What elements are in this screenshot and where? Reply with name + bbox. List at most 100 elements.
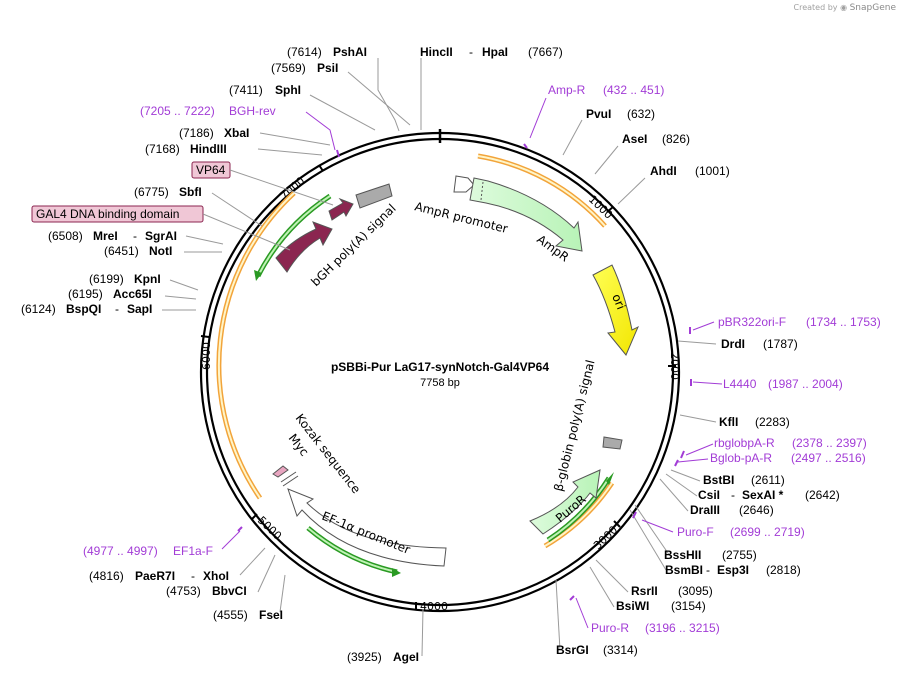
tick-label: 6000 — [200, 342, 213, 370]
primer-range: (7205 .. 7222) — [140, 104, 215, 118]
backbone — [199, 129, 681, 613]
site-position: (3154) — [671, 599, 706, 613]
site-name: Acc65I — [113, 287, 152, 301]
site-paer7i-xhoi[interactable]: (4816) PaeR7I - XhoI — [89, 569, 229, 583]
site-position: (6508) — [48, 229, 83, 243]
site-bsiwi[interactable]: BsiWI (3154) — [616, 599, 706, 613]
boxed-label-vp64[interactable]: VP64 — [191, 161, 334, 206]
site-draiii[interactable]: DraIII (2646) — [690, 503, 774, 517]
site-bspqi-sapi[interactable]: (6124) BspQI - SapI — [21, 302, 152, 316]
site-position: (3095) — [678, 584, 713, 598]
site-name: KflI — [719, 415, 738, 429]
site-position: (2818) — [766, 563, 801, 577]
primer-bglob-pa-r[interactable]: Bglob-pA-R (2497 .. 2516) — [710, 451, 866, 465]
feature-ampr[interactable] — [469, 177, 583, 252]
site-bstbi[interactable]: BstBI (2611) — [703, 473, 785, 487]
site-kfli[interactable]: KflI (2283) — [719, 415, 790, 429]
site-position: (1787) — [763, 337, 798, 351]
site-sbfi[interactable]: (6775) SbfI — [134, 185, 202, 199]
site-position: (4753) — [166, 584, 201, 598]
primer-bgh-rev[interactable]: (7205 .. 7222) BGH-rev — [140, 104, 276, 118]
primer-name: Bglob-pA-R — [710, 451, 772, 465]
site-name: SphI — [275, 83, 301, 97]
primer-l4440[interactable]: L4440 (1987 .. 2004) — [723, 377, 843, 391]
primer-amp-r[interactable]: Amp-R (432 .. 451) — [548, 83, 664, 97]
plasmid-name: pSBBi-Pur LaG17-synNotch-Gal4VP64 — [331, 360, 549, 374]
feature-beta-globin-polya[interactable] — [602, 436, 623, 450]
primer-puro-r[interactable]: Puro-R (3196 .. 3215) — [591, 621, 720, 635]
site-position: (6195) — [68, 287, 103, 301]
site-bsshii[interactable]: BssHII (2755) — [664, 548, 757, 562]
primer-puro-f[interactable]: Puro-F (2699 .. 2719) — [677, 525, 805, 539]
site-name: AgeI — [393, 650, 419, 664]
site-separator: - — [115, 302, 119, 316]
site-name: CsiI — [698, 488, 720, 502]
site-name: KpnI — [134, 272, 161, 286]
site-pshai[interactable]: (7614) PshAI — [287, 45, 367, 59]
feature-ef1a-promoter[interactable] — [287, 488, 447, 567]
site-rsrii[interactable]: RsrII (3095) — [631, 584, 713, 598]
site-xbai[interactable]: (7186) XbaI — [179, 126, 249, 140]
site-pvui[interactable]: PvuI (632) — [586, 107, 655, 121]
feature-vp64[interactable] — [328, 197, 354, 221]
site-fsei[interactable]: (4555) FseI — [213, 608, 283, 622]
site-position: (6199) — [89, 272, 124, 286]
site-psii[interactable]: (7569) PsiI — [271, 61, 338, 75]
feature-ori[interactable] — [592, 264, 639, 356]
feature-gal4-dbd[interactable] — [275, 221, 333, 273]
site-name: DrdI — [721, 337, 745, 351]
site-name: NotI — [149, 244, 172, 258]
site-csii-sexai[interactable]: CsiI - SexAI * (2642) — [698, 488, 840, 502]
feature-label-bgh-polya: bGH poly(A) signal — [308, 201, 398, 289]
site-name: BstBI — [703, 473, 734, 487]
primer-pbr322ori-f[interactable]: pBR322ori-F (1734 .. 1753) — [718, 315, 881, 329]
snapgene-credit: Created by ◉ SnapGene — [794, 3, 897, 13]
site-name-2: Esp3I — [717, 563, 749, 577]
site-bsrgi[interactable]: BsrGI (3314) — [556, 643, 638, 657]
primer-name: Amp-R — [548, 83, 586, 97]
site-name: BbvCI — [212, 584, 247, 598]
feature-bgh-polya[interactable] — [355, 183, 393, 209]
site-kpni[interactable]: (6199) KpnI — [89, 272, 161, 286]
primer-name: Puro-F — [677, 525, 714, 539]
site-hindiii[interactable]: (7168) HindIII — [145, 142, 227, 156]
tick-label: 1000 — [586, 193, 615, 222]
site-position: (2755) — [722, 548, 757, 562]
gal4-label: GAL4 DNA binding domain — [36, 207, 179, 221]
site-ahdi[interactable]: AhdI (1001) — [650, 164, 730, 178]
site-name: PvuI — [586, 107, 611, 121]
site-hincii-hpai[interactable]: HincII - HpaI (7667) — [420, 45, 563, 59]
site-position: (2283) — [755, 415, 790, 429]
site-agei[interactable]: (3925) AgeI — [347, 650, 419, 664]
site-drdi[interactable]: DrdI (1787) — [721, 337, 798, 351]
site-name: PaeR7I — [135, 569, 175, 583]
site-asei[interactable]: AseI (826) — [622, 132, 690, 146]
feature-ampr-promoter[interactable] — [453, 175, 475, 193]
primer-name: rbglobpA-R — [714, 436, 775, 450]
site-noti[interactable]: (6451) NotI — [104, 244, 172, 258]
site-name: DraIII — [690, 503, 720, 517]
site-name: BsrGI — [556, 643, 589, 657]
primer-name: Puro-R — [591, 621, 629, 635]
site-sphi[interactable]: (7411) SphI — [229, 83, 301, 97]
green-arcs — [254, 193, 614, 577]
site-position: (826) — [662, 132, 690, 146]
site-acc65i[interactable]: (6195) Acc65I — [68, 287, 152, 301]
feature-puror[interactable] — [529, 469, 601, 535]
site-separator: - — [731, 488, 735, 502]
primer-ef1a-f[interactable]: (4977 .. 4997) EF1a-F — [83, 544, 213, 558]
site-name: HincII — [420, 45, 453, 59]
primer-name: BGH-rev — [229, 104, 276, 118]
primer-range: (432 .. 451) — [603, 83, 664, 97]
vp64-label: VP64 — [196, 163, 226, 177]
site-bsmbi-esp3i[interactable]: BsmBI - Esp3I (2818) — [665, 563, 801, 577]
primer-range: (4977 .. 4997) — [83, 544, 158, 558]
feature-label-ori: ori — [609, 292, 628, 312]
feature-kozak-myc[interactable] — [272, 465, 299, 487]
site-separator: - — [706, 563, 710, 577]
site-bbvci[interactable]: (4753) BbvCI — [166, 584, 247, 598]
boxed-label-gal4-dbd[interactable]: GAL4 DNA binding domain — [31, 205, 291, 251]
site-mrei-sgrai[interactable]: (6508) MreI - SgrAI — [48, 229, 177, 243]
primer-rbglobpa-r[interactable]: rbglobpA-R (2378 .. 2397) — [714, 436, 867, 450]
site-position: (2642) — [805, 488, 840, 502]
